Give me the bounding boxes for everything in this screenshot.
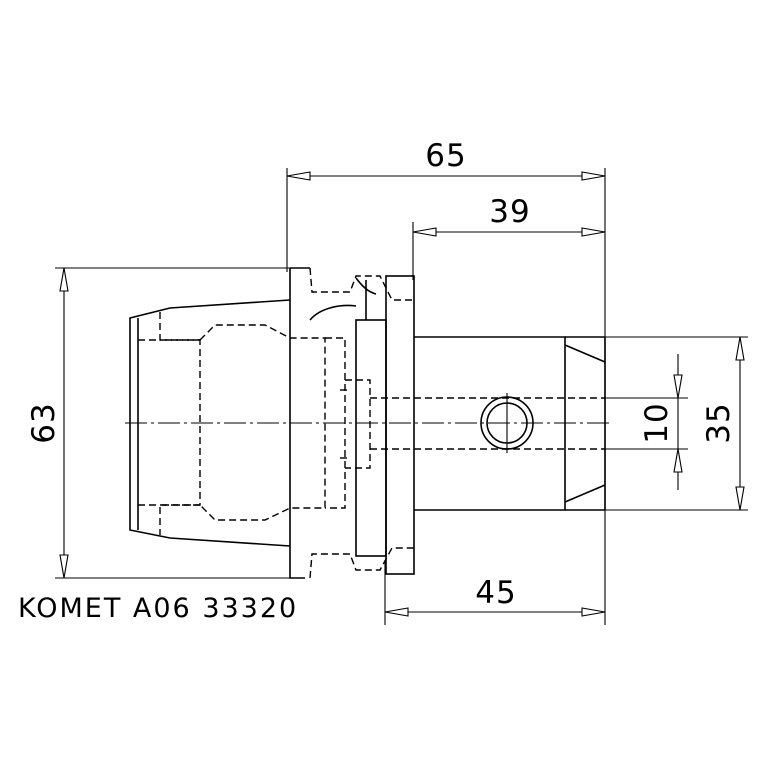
dim-bore-diameter: 10 bbox=[639, 402, 675, 443]
dim-shank-length: 39 bbox=[489, 194, 530, 230]
part-label: KOMET A06 33320 bbox=[18, 593, 298, 624]
dim-shank-diameter: 35 bbox=[701, 402, 737, 443]
extension-lines bbox=[55, 168, 748, 625]
dim-flange-to-end: 45 bbox=[475, 575, 516, 611]
dimension-arrows bbox=[59, 171, 745, 617]
dim-overall-length: 65 bbox=[425, 138, 466, 174]
dimension-lines bbox=[63, 175, 741, 613]
dim-flange-diameter: 63 bbox=[26, 402, 62, 443]
